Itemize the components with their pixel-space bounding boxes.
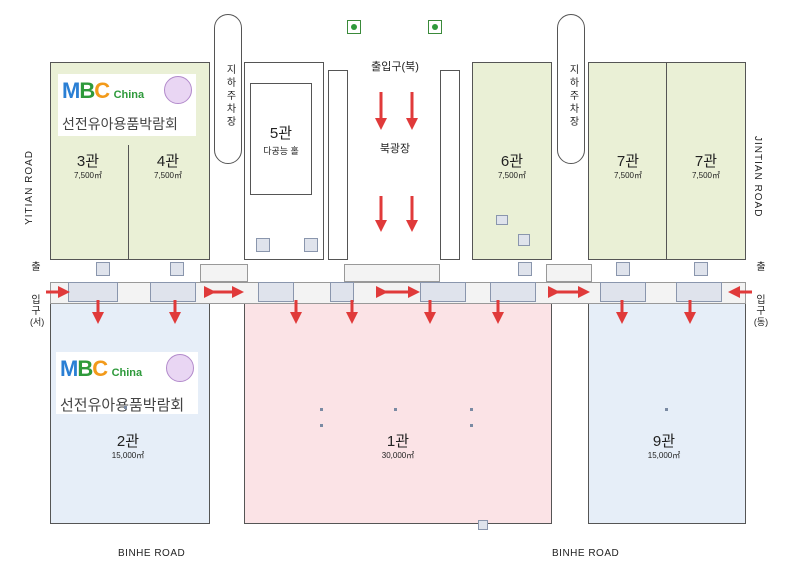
exit-sign-icon — [428, 20, 442, 34]
hall-divider — [666, 62, 667, 260]
elevator-icon — [304, 238, 318, 252]
bear-mascot-icon — [164, 76, 192, 104]
hall-2-area: 15,000㎡ — [111, 451, 145, 460]
hall-5[interactable] — [250, 83, 312, 195]
facility-box — [490, 282, 536, 302]
hall-3-area: 7,500㎡ — [73, 171, 103, 180]
parking-left — [214, 14, 242, 164]
hall-divider — [128, 145, 129, 260]
hall-4-name: 4관 — [156, 153, 180, 170]
east-road-label: JINTIAN ROAD — [752, 136, 763, 218]
plaza-label: 북광장 — [379, 143, 411, 155]
parking-right-label: 지하주차장 — [567, 64, 578, 129]
hall-1-name: 1관 — [386, 433, 410, 450]
hall-9-area: 15,000㎡ — [647, 451, 681, 460]
hall-1-area: 30,000㎡ — [381, 451, 415, 460]
hall-4-area: 7,500㎡ — [153, 171, 183, 180]
hall-6-area: 7,500㎡ — [497, 171, 527, 180]
facility-box — [258, 282, 294, 302]
corridor-link — [200, 264, 248, 282]
hall-5-name: 5관 — [269, 125, 293, 142]
toilet-icon — [170, 262, 184, 276]
hall-1[interactable] — [244, 302, 552, 524]
marker — [470, 408, 473, 411]
hall-6-name: 6관 — [500, 153, 524, 170]
parking-left-label: 지하주차장 — [224, 64, 235, 129]
facility-box — [330, 282, 354, 302]
marker — [124, 406, 127, 409]
mbc-logo-top: MBC China 선전유아용품박람회 — [58, 74, 196, 136]
south-road-label-right: BINHE ROAD — [552, 548, 620, 559]
facility-box — [150, 282, 196, 302]
hall-6[interactable] — [472, 62, 552, 260]
marker — [665, 408, 668, 411]
facility-box — [676, 282, 722, 302]
elevator-icon — [256, 238, 270, 252]
west-entrance-label: 출 입 구 (서) — [30, 262, 45, 327]
hall-3-name: 3관 — [76, 153, 100, 170]
toilet-icon — [616, 262, 630, 276]
marker — [320, 424, 323, 427]
corridor-link — [344, 264, 440, 282]
hall-7a-name: 7관 — [616, 153, 640, 170]
marker — [394, 408, 397, 411]
north-entrance-label: 출입구(북) — [371, 61, 419, 73]
plaza-wall-right — [440, 70, 460, 260]
elevator-icon — [518, 234, 530, 246]
hall-5-sub: 다공능 홀 — [263, 146, 299, 156]
west-road-label: YITIAN ROAD — [24, 150, 35, 225]
marker — [470, 424, 473, 427]
hall-9[interactable] — [588, 302, 746, 524]
south-road-label-left: BINHE ROAD — [118, 548, 186, 559]
toilet-icon — [96, 262, 110, 276]
corridor-link — [546, 264, 592, 282]
parking-right — [557, 14, 585, 164]
toilet-icon — [478, 520, 488, 530]
hall-7[interactable] — [588, 62, 746, 260]
hall-7b-name: 7관 — [694, 153, 718, 170]
mbc-logo-bottom: MBC China 선전유아용품박람회 — [56, 352, 198, 414]
facility-box — [420, 282, 466, 302]
hall-2-name: 2관 — [116, 433, 140, 450]
marker — [320, 408, 323, 411]
plaza-wall-left — [328, 70, 348, 260]
hall-7b-area: 7,500㎡ — [691, 171, 721, 180]
bear-mascot-icon — [166, 354, 194, 382]
exit-sign-icon — [347, 20, 361, 34]
east-entrance-label: 출 입 구 (동) — [753, 262, 769, 327]
hall-9-name: 9관 — [652, 433, 676, 450]
toilet-icon — [518, 262, 532, 276]
hall-7a-area: 7,500㎡ — [613, 171, 643, 180]
info-desk-icon — [496, 215, 508, 225]
toilet-icon — [694, 262, 708, 276]
